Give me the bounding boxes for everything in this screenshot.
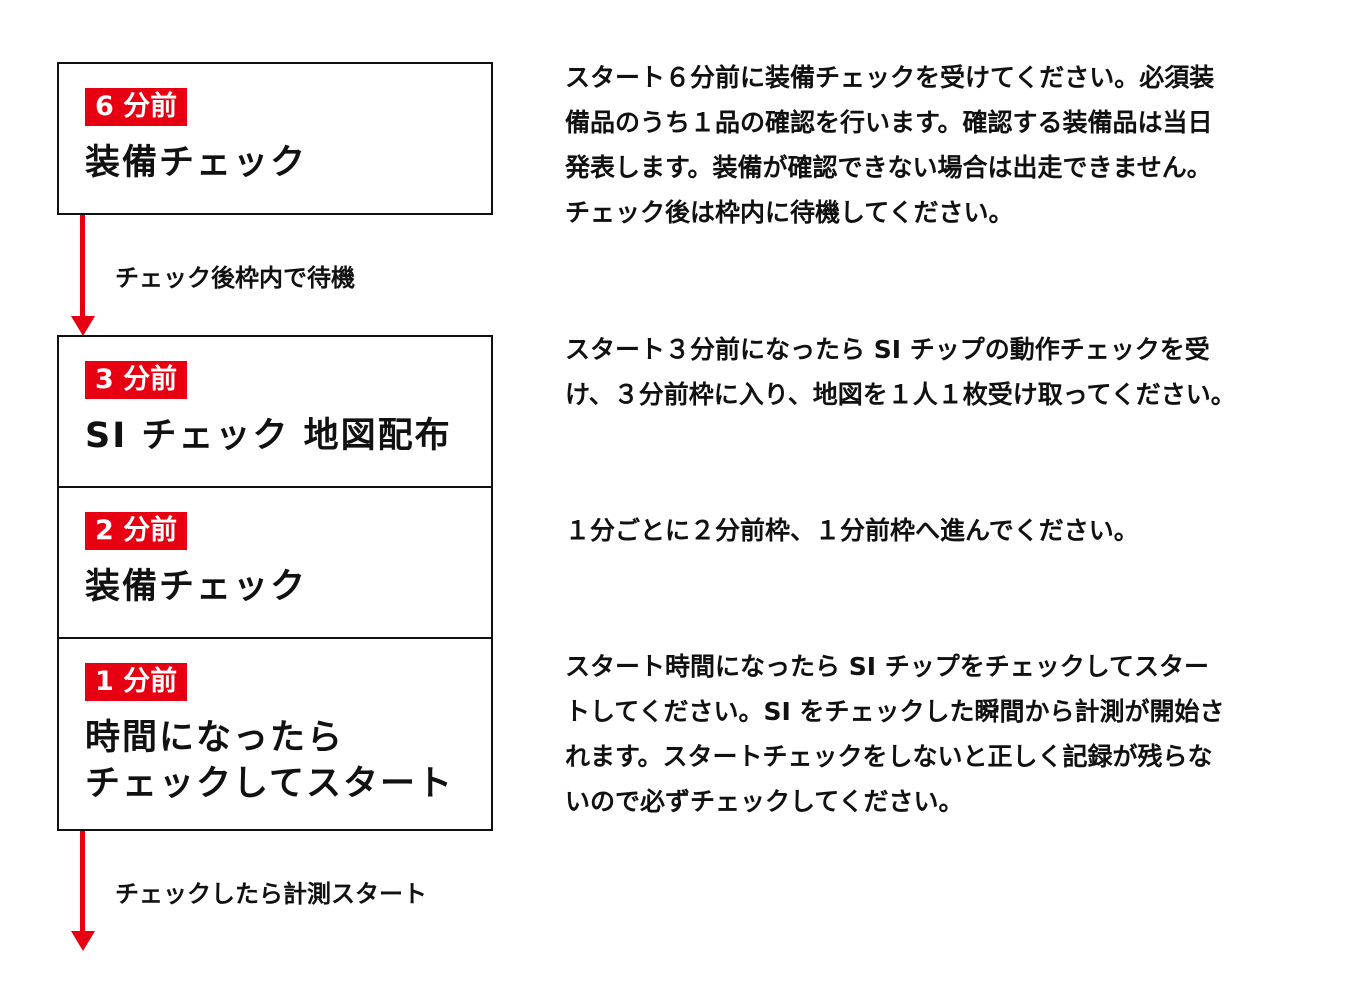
arrow-line — [80, 831, 85, 933]
step-title: チェックしてスタート — [85, 764, 454, 804]
desc-line: け、３分前枠に入り、地図を１人１枚受け取ってください。 — [565, 380, 1236, 409]
desc-line: いので必ずチェックしてください。 — [565, 787, 964, 816]
desc-line: 備品のうち１品の確認を行います。確認する装備品は当日 — [565, 108, 1213, 137]
step-3min-box: 3 分前 SI チェック 地図配布 — [57, 335, 493, 488]
step-description: スタート６分前に装備チェックを受けてください。必須装 備品のうち１品の確認を行い… — [565, 55, 1214, 235]
desc-line: スタート６分前に装備チェックを受けてください。必須装 — [565, 63, 1215, 92]
desc-line: れます。スタートチェックをしないと正しく記録が残らな — [565, 742, 1213, 771]
desc-line: チェック後は枠内に待機してください。 — [565, 198, 1014, 227]
desc-line: トしてください。SI をチェックした瞬間から計測が開始さ — [565, 697, 1225, 726]
arrow-label: チェックしたら計測スタート — [115, 880, 427, 908]
desc-line: スタート時間になったら SI チップをチェックしてスター — [565, 652, 1209, 681]
step-title: 時間になったら — [85, 718, 345, 758]
step-description: スタート３分前になったら SI チップの動作チェックを受 け、３分前枠に入り、地… — [565, 327, 1236, 417]
step-title: SI チェック 地図配布 — [85, 416, 452, 456]
arrow-line — [80, 215, 85, 318]
step-badge: 1 分前 — [85, 663, 188, 701]
arrow-down-icon — [71, 931, 95, 951]
step-badge: 3 分前 — [85, 361, 188, 399]
step-badge: 6 分前 — [85, 88, 188, 126]
desc-line: スタート３分前になったら SI チップの動作チェックを受 — [565, 335, 1210, 364]
step-2min-box: 2 分前 装備チェック — [57, 486, 493, 639]
step-title: 装備チェック — [85, 143, 308, 183]
arrow-label: チェック後枠内で待機 — [115, 264, 355, 292]
step-1min-box: 1 分前 時間になったら チェックしてスタート — [57, 637, 493, 831]
arrow-down-icon — [71, 316, 95, 336]
step-badge: 2 分前 — [85, 512, 188, 550]
step-description: １分ごとに２分前枠、１分前枠へ進んでください。 — [565, 508, 1139, 553]
step-description: スタート時間になったら SI チップをチェックしてスター トしてください。SI … — [565, 644, 1225, 824]
desc-line: 発表します。装備が確認できない場合は出走できません。 — [565, 153, 1212, 182]
desc-line: １分ごとに２分前枠、１分前枠へ進んでください。 — [565, 516, 1139, 545]
step-title: 装備チェック — [85, 567, 308, 607]
step-6min-box: 6 分前 装備チェック — [57, 62, 493, 215]
